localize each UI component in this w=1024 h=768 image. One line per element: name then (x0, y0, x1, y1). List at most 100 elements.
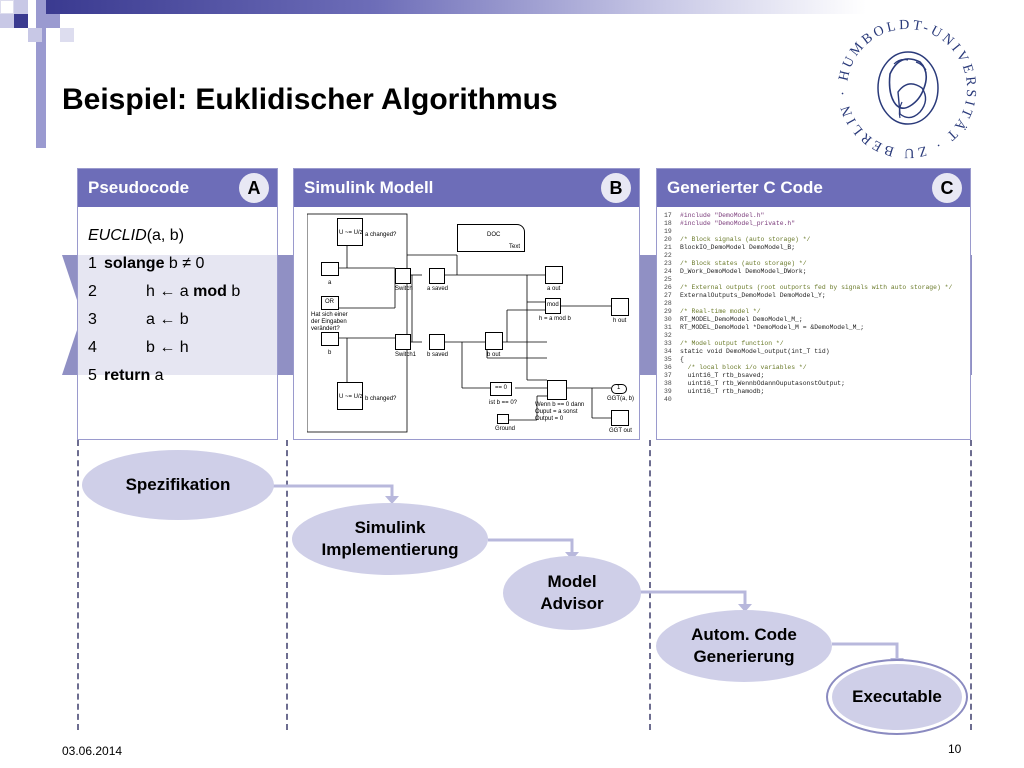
keyword: mod (193, 283, 227, 300)
h-mod-label: h = a mod b (539, 316, 571, 322)
a-source-label: a (328, 280, 332, 286)
panel-label-pseudocode: Pseudocode (88, 178, 190, 197)
function-args: (a, b) (146, 227, 185, 244)
code-line: 21 BlockIO_DemoModel DemoModel_B; (664, 244, 968, 252)
code-line-number: 20 (664, 236, 672, 243)
step-spezifikation[interactable]: Spezifikation (82, 450, 274, 520)
ist-b-label: ist b == 0? (489, 400, 518, 406)
changed-note: Hat sich einer der Eingaben verändert? (311, 312, 348, 332)
code-line: 35{ (664, 356, 968, 364)
step-model-advisor[interactable]: Model Advisor (503, 556, 641, 630)
line-number: 3 (88, 311, 97, 328)
line-text: h (146, 283, 160, 300)
ggt-out-label: GGT out (609, 428, 632, 434)
doc-block[interactable] (457, 224, 525, 252)
deco-square (60, 28, 74, 42)
ggt-outport[interactable] (611, 384, 627, 394)
code-line: 34 static void DemoModel_output(int_T tid… (664, 348, 968, 356)
code-line-text: BlockIO_DemoModel DemoModel_B; (680, 244, 796, 251)
b-out-scope[interactable] (485, 332, 503, 350)
b-saved-block[interactable] (429, 334, 445, 350)
code-line-number: 31 (664, 324, 672, 331)
keyword: return (104, 367, 151, 384)
step-simulink-label: Simulink Implementierung (321, 518, 459, 559)
code-line-text: { (680, 356, 684, 363)
code-line: 23/* Block states (auto storage) */ (664, 260, 968, 268)
code-line-text: static void DemoModel_output(int_T tid) (680, 348, 830, 355)
code-line: 17#include "DemoModel.h" (664, 212, 968, 220)
step-simulink-implementierung[interactable]: Simulink Implementierung (292, 503, 488, 575)
step-executable[interactable]: Executable (832, 664, 962, 730)
panel-label-simulink: Simulink Modell (304, 178, 434, 197)
code-line-text: /* Model output function */ (680, 340, 784, 347)
code-line-number: 34 (664, 348, 672, 355)
assign-arrow-icon: ← (159, 339, 176, 356)
ground-block[interactable] (497, 414, 509, 424)
switch-block[interactable] (395, 268, 411, 284)
line-number: 4 (88, 339, 97, 356)
code-line-number: 28 (664, 300, 672, 307)
code-line-text: uint16_T rtb_WennbOdannOuputasonstOutput… (680, 380, 845, 387)
lane-divider (970, 440, 972, 730)
code-line-number: 30 (664, 316, 672, 323)
step-autom-code[interactable]: Autom. Code Generierung (656, 610, 832, 682)
code-line-number: 39 (664, 388, 672, 395)
deco-square (14, 0, 28, 14)
b-source-block[interactable] (321, 332, 339, 346)
or-label: OR (325, 299, 334, 305)
lane-divider (77, 440, 79, 730)
code-line: 33 /* Model output function */ (664, 340, 968, 348)
line-text: b ≠ 0 (164, 255, 205, 272)
eq-zero-block[interactable] (490, 382, 512, 396)
simulink-diagram: U ~= U/z a changed? DOC Text a OR Hat si… (307, 210, 637, 438)
step-spezifikation-label: Spezifikation (125, 475, 231, 494)
code-line: 20/* Block signals (auto storage) */ (664, 236, 968, 244)
code-line-number: 38 (664, 380, 672, 387)
code-line: 36 /* local block i/o variables */ (664, 364, 968, 372)
code-line-text: #include "DemoModel_private.h" (680, 220, 796, 227)
a-changed-label: a changed? (365, 232, 397, 238)
code-line-number: 36 (664, 364, 672, 371)
or-block[interactable] (321, 296, 339, 310)
step-model-advisor-label: Model Advisor (540, 572, 604, 613)
wenn-switch-block[interactable] (547, 380, 567, 400)
code-line-number: 24 (664, 268, 672, 275)
ggt-out-scope[interactable] (611, 410, 629, 426)
code-line-number: 33 (664, 340, 672, 347)
pseudocode-band-cover (78, 255, 277, 375)
step-autom-code-label: Autom. Code Generierung (691, 625, 797, 666)
a-changed-block[interactable] (337, 218, 363, 246)
code-line-number: 19 (664, 228, 672, 235)
code-line: 38 uint16_T rtb_WennbOdannOuputasonstOut… (664, 380, 968, 388)
a-out-scope[interactable] (545, 266, 563, 284)
panel-header-ccode: Generierter C Code C (657, 169, 970, 207)
code-line-number: 37 (664, 372, 672, 379)
h-out-label: h out (613, 318, 627, 324)
doc-text: Text (509, 244, 521, 250)
h-out-scope[interactable] (611, 298, 629, 316)
panel-header-pseudocode: Pseudocode A (78, 169, 277, 207)
b-changed-block[interactable] (337, 382, 363, 410)
code-line-number: 29 (664, 308, 672, 315)
mod-block[interactable] (545, 298, 561, 314)
code-line-number: 23 (664, 260, 672, 267)
code-line-number: 21 (664, 244, 672, 251)
ggt-port-number: 1 (617, 385, 621, 391)
ggt-label: GGT(a, b) (607, 396, 635, 402)
a-source-block[interactable] (321, 262, 339, 276)
a-out-label: a out (547, 286, 561, 292)
a-saved-label: a saved (427, 286, 449, 292)
pseudocode-signature: EUCLID(a, b) (88, 222, 240, 250)
code-line-number: 26 (664, 284, 672, 291)
deco-square (0, 14, 14, 28)
a-saved-block[interactable] (429, 268, 445, 284)
switch1-block[interactable] (395, 334, 411, 350)
wenn-label: Wenn b == 0 dann Ouput = a sonst Output … (535, 402, 585, 422)
deco-square (14, 14, 28, 28)
